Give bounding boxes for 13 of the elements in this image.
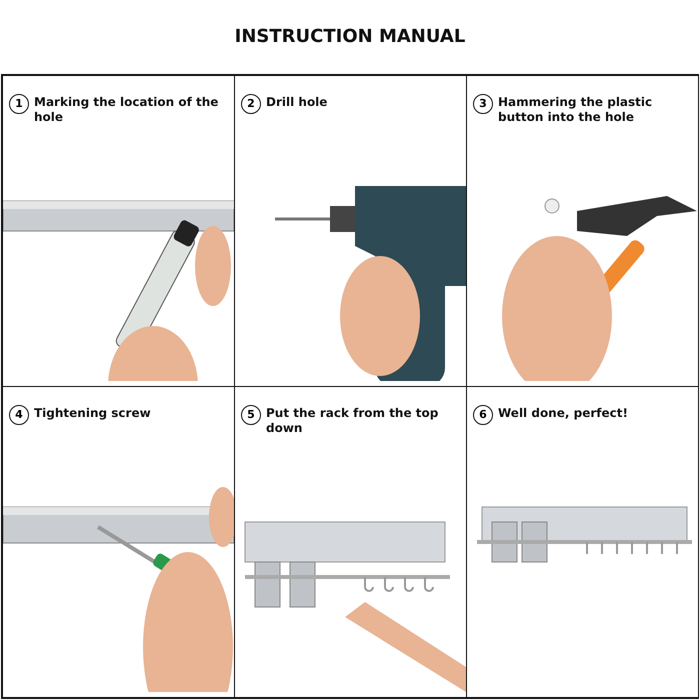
step-number: 6 — [473, 405, 493, 425]
step-number: 5 — [241, 405, 261, 425]
step-number: 4 — [9, 405, 29, 425]
page-title: INSTRUCTION MANUAL — [234, 26, 466, 47]
step-title: Tightening screw — [34, 406, 152, 421]
step-title: Drill hole — [266, 95, 328, 110]
step-title: Put the rack from the top down — [266, 406, 440, 436]
step-number: 2 — [241, 94, 261, 114]
step-title: Hammering the plastic button into the hole — [498, 95, 654, 125]
step-title: Well done, perfect! — [498, 406, 629, 421]
step-number: 3 — [473, 94, 493, 114]
step-number: 1 — [9, 94, 29, 114]
step-title: Marking the location of the hole — [34, 95, 220, 125]
